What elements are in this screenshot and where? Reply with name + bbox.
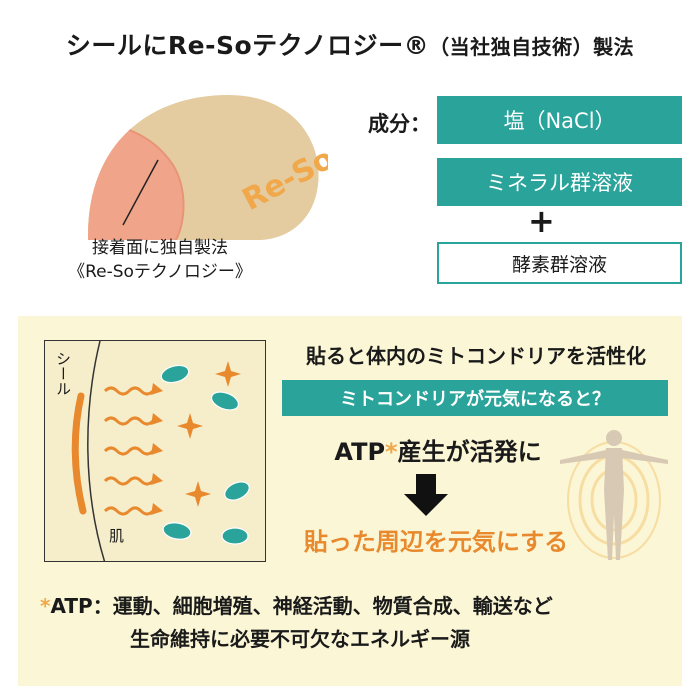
title-sub: （当社独自技術）製法 — [429, 35, 635, 59]
ingredient-salt: 塩（NaCl） — [437, 96, 682, 144]
person-glow-icon — [560, 430, 668, 560]
atp-suffix: 産生が活発に — [397, 438, 542, 466]
effect-headline: 貼ると体内のミトコンドリアを活性化 — [306, 344, 646, 368]
effect-result: 貼った周辺を元気にする — [303, 528, 569, 556]
diagram-seal-label: シール — [54, 351, 72, 396]
footnote-line1: *ATP：運動、細胞増殖、神経活動、物質合成、輸送など — [40, 590, 553, 619]
seal-illustration: Re-So — [88, 95, 328, 240]
seal-caption-line1: 接着面に独自製法 — [92, 238, 228, 258]
ingredient-enzyme: 酵素群溶液 — [437, 242, 682, 284]
atp-production-line: ATP*産生が活発に — [288, 432, 588, 467]
diagram-art — [71, 341, 250, 561]
footnote-asterisk: * — [40, 594, 51, 618]
ingredient-mineral: ミネラル群溶液 — [437, 158, 682, 206]
atp-asterisk: * — [385, 438, 398, 466]
page-title: シールにRe-Soテクノロジー®（当社独自技術）製法 — [0, 26, 700, 62]
title-main: シールにRe-Soテクノロジー® — [65, 31, 430, 60]
diagram-skin-label: 肌 — [109, 527, 125, 545]
ingredients-label: 成分： — [368, 112, 431, 136]
footnote-term: ATP： — [50, 594, 113, 618]
plus-sign: + — [528, 202, 555, 240]
footnote-line2: 生命維持に必要不可欠なエネルギー源 — [130, 627, 470, 651]
seal-caption: 接着面に独自製法 《Re-Soテクノロジー》 — [40, 236, 280, 284]
footnote-text1: 運動、細胞増殖、神経活動、物質合成、輸送など — [112, 594, 553, 618]
down-arrow-icon — [404, 474, 448, 516]
seal-caption-line2: 《Re-Soテクノロジー》 — [68, 262, 252, 282]
effect-question-banner: ミトコンドリアが元気になると？ — [282, 380, 668, 416]
mitochondria-diagram: シール 肌 — [44, 340, 266, 562]
atp-text: ATP — [334, 438, 386, 466]
